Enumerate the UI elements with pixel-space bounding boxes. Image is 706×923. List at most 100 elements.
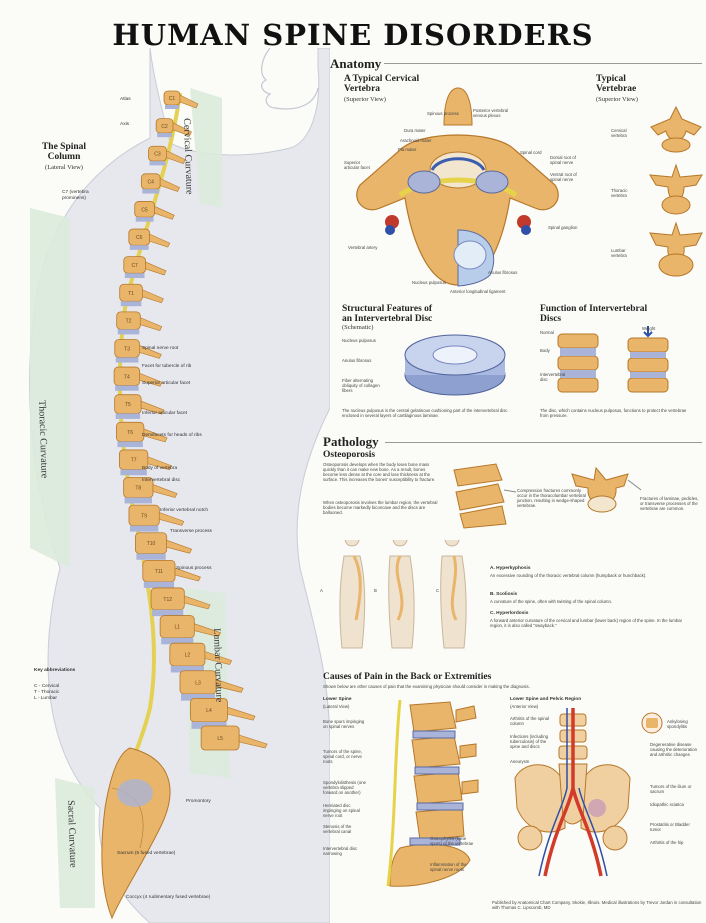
vertebra-label: T7 xyxy=(131,458,137,464)
intervertebral-disc xyxy=(142,189,160,194)
spinous-process xyxy=(166,539,193,554)
hyperkyphosis-text: An excessive rounding of the thoracic ve… xyxy=(490,573,647,578)
disc-structure-subtitle: (Schematic) xyxy=(342,324,374,331)
key-item-thoracic: T - Thoracic xyxy=(34,690,60,695)
pelvis-label-hip: Arthritis of the hip xyxy=(650,840,684,845)
causes-intro: Shown below are other causes of pain tha… xyxy=(323,684,530,689)
pelvis-label-tumors: Tumors of the ilium or sacrum xyxy=(650,784,692,794)
spinous-process xyxy=(140,400,165,415)
spinous-process xyxy=(143,428,168,443)
label-sacrum: Sacrum (5 fused vertebrae) xyxy=(117,851,176,856)
spinous-process xyxy=(159,511,185,526)
label-axis: Axis xyxy=(120,122,130,127)
disc-structure-title: Structural Features of an Intervertebral… xyxy=(342,304,433,324)
vertebra-label: L2 xyxy=(185,653,191,659)
label-coccyx: Coccyx (4 rudimentary fused vertebrae) xyxy=(126,895,211,900)
disc-label-nucleus: Nucleus pulposus xyxy=(342,338,376,343)
vertebra-label: C4 xyxy=(148,179,155,185)
spinal-column-subtitle: (Lateral View) xyxy=(45,164,83,171)
hyperlordosis-title: C. Hyperlordosis xyxy=(490,611,529,616)
label-transverse-process: Transverse process xyxy=(170,529,212,534)
poster-title: HUMAN SPINE DISORDERS xyxy=(112,18,594,52)
lumbar-label-osteophytes: Osteophytes (bone spurs) of the vertebra… xyxy=(430,836,474,846)
intervertebral-disc xyxy=(149,161,166,166)
figure-letter-a: A xyxy=(320,588,323,593)
vertebra-label: T3 xyxy=(124,346,130,352)
intervertebral-disc xyxy=(120,469,147,476)
cervical-label-anulus: Anulus fibrosus xyxy=(488,270,518,275)
pelvis-label-arthritis-spine: Arthritis of the spinal column xyxy=(510,716,549,726)
vertebra-label: C5 xyxy=(141,207,148,213)
disc-label-fiber: Fiber alternating obliquity of collagen … xyxy=(342,378,380,393)
cervical-label-vertebral-artery: Vertebral artery xyxy=(348,245,378,250)
vertebra-label: T10 xyxy=(147,541,156,547)
spinous-process xyxy=(159,178,180,192)
anatomy-heading: Anatomy xyxy=(330,56,382,71)
cervical-label-spinous: Spinous process xyxy=(427,111,459,116)
vertebra-label: T12 xyxy=(163,597,172,603)
function-description: The disc, which contains nucleus pulposu… xyxy=(540,408,687,418)
spinous-process xyxy=(147,456,172,471)
spinal-curvature-figures xyxy=(339,540,467,649)
cervical-vertebra-subtitle: (Superior View) xyxy=(344,96,386,103)
spinous-process xyxy=(215,678,244,693)
typical-vertebrae-illustration xyxy=(649,105,703,277)
cervical-vertebra-title: A Typical Cervical Vertebra xyxy=(344,74,420,94)
intervertebral-disc xyxy=(124,273,145,279)
vertebra-label: L3 xyxy=(195,680,201,686)
vertebra-label: C3 xyxy=(154,152,161,158)
pelvis-illustration xyxy=(514,708,631,877)
lumbar-label-disc-narrowing: Intervertebral disc narrowing xyxy=(323,846,358,856)
cervical-label-arachnoid: Arachnoid mater xyxy=(400,138,432,143)
fracture-laminae-label: Fractures of laminae, pedicles, or trans… xyxy=(640,496,699,511)
lumbar-label-herniated-disc: Herniated disc impinging on spinal nerve… xyxy=(323,803,360,818)
disc-structure-illustration xyxy=(404,334,506,396)
vertebra-label: T1 xyxy=(128,291,134,297)
spinous-process xyxy=(145,261,167,276)
body-silhouette xyxy=(29,48,330,923)
cervical-label-ant-ligament: Anterior longitudinal ligament xyxy=(450,289,506,294)
vertebra-label: C6 xyxy=(136,235,143,241)
intervertebral-disc xyxy=(120,301,142,307)
disc-function-illustration xyxy=(557,326,669,393)
intervertebral-disc xyxy=(143,581,175,588)
cervical-label-venous-plexus: Posterior vertebral venous plexus xyxy=(473,108,509,118)
intervertebral-disc xyxy=(135,217,154,222)
spinous-process xyxy=(174,567,201,582)
label-facet-tubercle: Facet for tubercle of rib xyxy=(142,364,192,369)
cervical-label-pia: Pia mater xyxy=(398,147,417,152)
lumbar-label-bone-spurs: Bone spurs impinging on spinal nerves xyxy=(323,719,365,729)
pelvis-label-spondylitis: Ankylosing spondylitis xyxy=(667,719,688,729)
vertebra-label: C7 xyxy=(131,263,138,269)
intervertebral-disc xyxy=(165,105,179,109)
label-c7: C7 (vertebra prominens) xyxy=(62,190,89,201)
vertebra-label: C2 xyxy=(161,124,168,130)
intervertebral-disc xyxy=(115,413,141,419)
vertebra-label: T8 xyxy=(135,486,141,492)
label-body-vertebra: Body of vertebra xyxy=(142,466,178,471)
lower-spine-title: Lower Spine xyxy=(323,697,352,702)
intervertebral-disc xyxy=(161,637,194,645)
pelvis-label-sciatica: Idiopathic sciatica xyxy=(650,802,684,807)
lower-spine-subtitle: (Lateral View) xyxy=(323,704,350,709)
key-item-lumbar: L - Lumbar xyxy=(34,696,58,701)
intervertebral-disc xyxy=(191,721,227,729)
vertebra-label: T2 xyxy=(126,319,132,325)
osteoporosis-text-2: When osteoporosis involves the lumbar re… xyxy=(323,500,438,515)
intervertebral-disc xyxy=(124,497,153,504)
vertebra-label: T5 xyxy=(125,402,131,408)
intervertebral-disc xyxy=(170,665,204,673)
vertebra-label: L1 xyxy=(174,625,180,631)
spinous-process xyxy=(152,484,178,498)
pelvis-title: Lower Spine and Pelvic Region xyxy=(510,697,582,702)
label-atlas: Atlas xyxy=(120,97,131,102)
disc-description: The nucleus pulposus is the central gela… xyxy=(342,408,508,418)
function-label-disc: Intervertebral disc xyxy=(540,372,566,382)
vertebra-label: T6 xyxy=(127,430,133,436)
intervertebral-disc xyxy=(157,133,173,138)
face-profile xyxy=(261,48,319,110)
figure-letter-b: B xyxy=(374,588,377,593)
spinous-process xyxy=(139,344,162,359)
pelvis-label-degenerative: Degenerative disease causing the deterio… xyxy=(650,742,698,757)
vertebra-label: T11 xyxy=(155,569,163,575)
